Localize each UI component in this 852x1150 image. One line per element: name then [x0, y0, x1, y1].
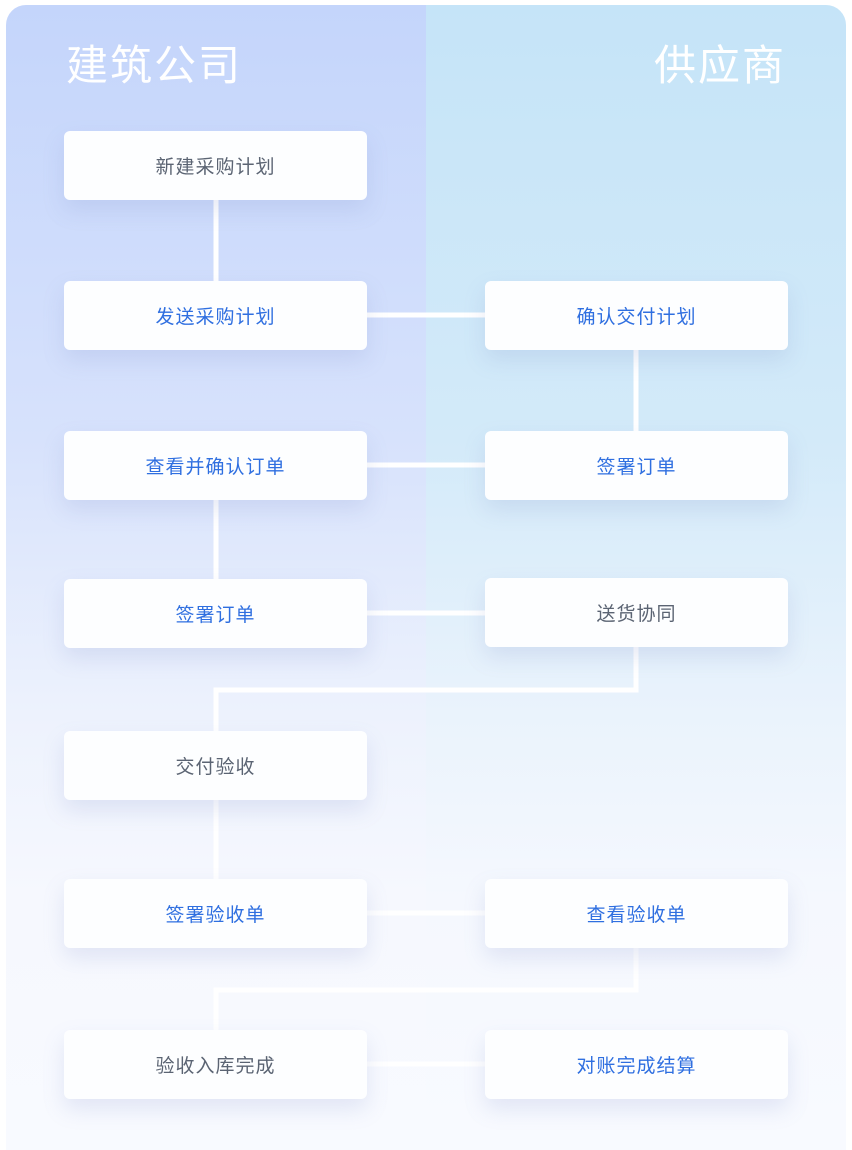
step-new-purchase-plan: 新建采购计划: [64, 131, 367, 200]
step-acceptance-storage-complete: 验收入库完成: [64, 1030, 367, 1099]
step-sign-acceptance-form: 签署验收单: [64, 879, 367, 948]
step-send-purchase-plan: 发送采购计划: [64, 281, 367, 350]
step-view-confirm-order: 查看并确认订单: [64, 431, 367, 500]
step-company-sign-order: 签署订单: [64, 579, 367, 648]
step-delivery-acceptance: 交付验收: [64, 731, 367, 800]
step-reconcile-settlement: 对账完成结算: [485, 1030, 788, 1099]
connector-view-acceptance-to-complete: [213, 946, 639, 1032]
step-view-acceptance-form: 查看验收单: [485, 879, 788, 948]
step-delivery-collaboration: 送货协同: [485, 578, 788, 647]
connector-delivery-to-acceptance: [213, 646, 639, 732]
step-supplier-sign-order: 签署订单: [485, 431, 788, 500]
lane-title-supplier: 供应商: [653, 41, 786, 90]
lane-title-construction-company: 建筑公司: [66, 41, 243, 90]
step-confirm-delivery-plan: 确认交付计划: [485, 281, 788, 350]
